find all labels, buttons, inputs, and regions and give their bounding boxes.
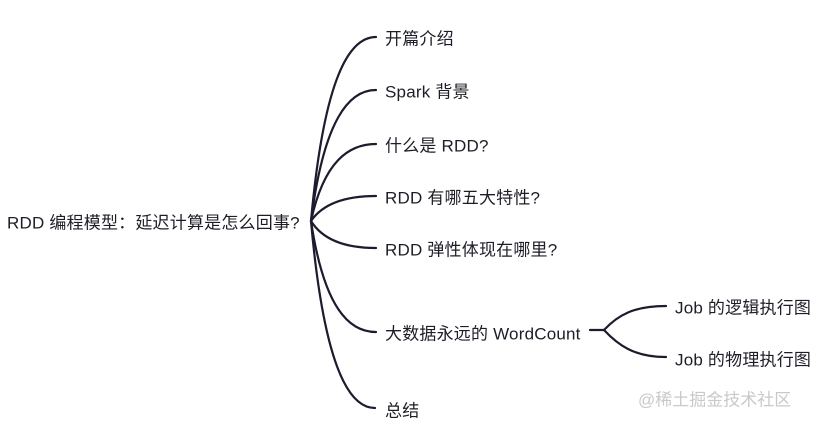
branch-node-summary: 总结: [385, 401, 420, 421]
juejin-watermark: @稀土掘金技术社区: [638, 390, 792, 410]
branch-curve-what-is: [309, 142, 378, 223]
branch-node-what-is-rdd: 什么是 RDD?: [385, 136, 489, 156]
branch-node-wordcount: 大数据永远的 WordCount: [385, 324, 581, 344]
branch-node-five-features: RDD 有哪五大特性?: [385, 188, 541, 208]
root-node: RDD 编程模型：延迟计算是怎么回事?: [7, 213, 300, 233]
branch-curve-spark: [309, 88, 378, 223]
child-node-physical-execution-graph: Job 的物理执行图: [675, 350, 812, 370]
child-curve-logical: [602, 304, 668, 332]
child-curve-physical: [602, 328, 668, 359]
child-node-logical-execution-graph: Job 的逻辑执行图: [675, 298, 812, 318]
branch-curve-wordcount: [309, 219, 378, 334]
branch-curve-intro: [309, 35, 378, 223]
branch-node-intro: 开篇介绍: [385, 29, 454, 49]
branch-curve-summary: [309, 219, 377, 410]
branch-node-elasticity: RDD 弹性体现在哪里?: [385, 240, 558, 260]
branch-node-spark-background: Spark 背景: [385, 82, 470, 102]
branch-curve-elastic: [309, 219, 378, 250]
branch-curve-features: [309, 194, 378, 223]
